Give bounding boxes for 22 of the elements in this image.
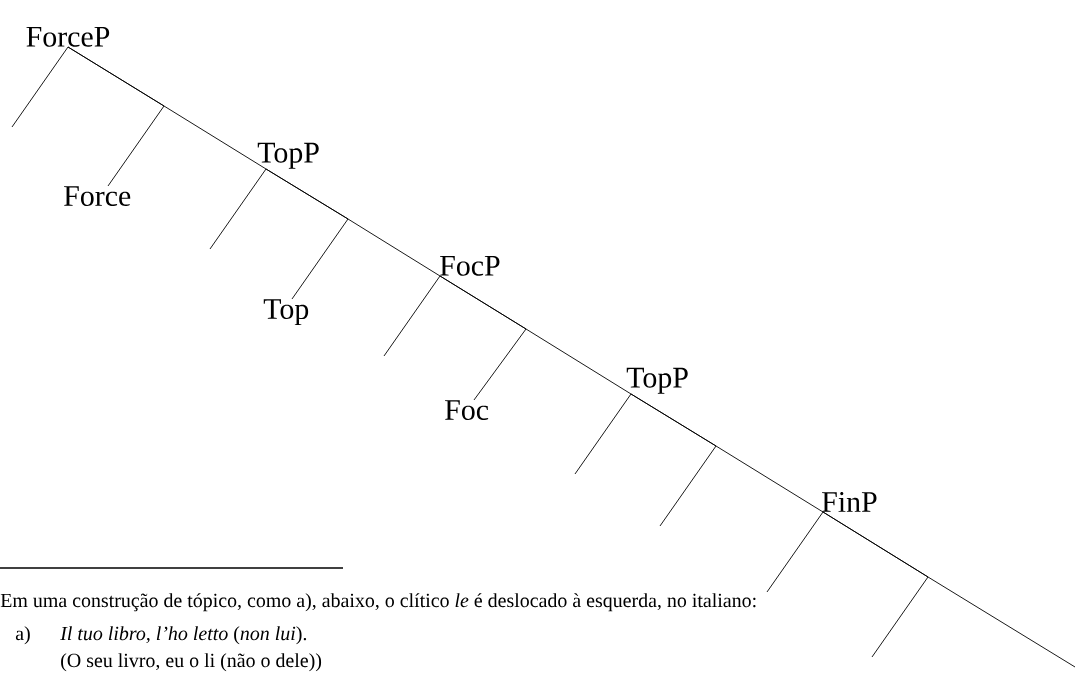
example-number: a): [15, 626, 30, 645]
tree-branch: [766, 511, 824, 593]
category-label: TopP: [626, 367, 688, 394]
tree-branch: [67, 46, 267, 170]
category-label: Foc: [445, 400, 489, 421]
category-label: FocP: [440, 255, 500, 276]
tree-branch: [630, 393, 824, 513]
tree-branch: [11, 46, 69, 128]
category-label: Top: [263, 299, 309, 326]
tree-branch: [439, 275, 632, 395]
category-label: TopP: [257, 142, 319, 169]
tree-branch: [265, 168, 441, 277]
category-label: ForceP: [26, 26, 110, 47]
example-sentence: Il tuo libro, l’ho letto (non lui).: [60, 626, 307, 645]
tree-branch: [574, 393, 632, 475]
category-label: Force: [64, 186, 131, 207]
category-label: FinP: [822, 492, 877, 512]
footnote-text: Em uma construção de tópico, como a), abaixo, o clítico le é deslocado à esquerda, no italiano:: [0, 593, 756, 612]
tree-branch: [209, 168, 267, 250]
translation: (O seu livro, eu o li (não o dele)): [61, 653, 322, 672]
tree-branch: [822, 511, 1076, 668]
tree-branch: [383, 275, 441, 357]
